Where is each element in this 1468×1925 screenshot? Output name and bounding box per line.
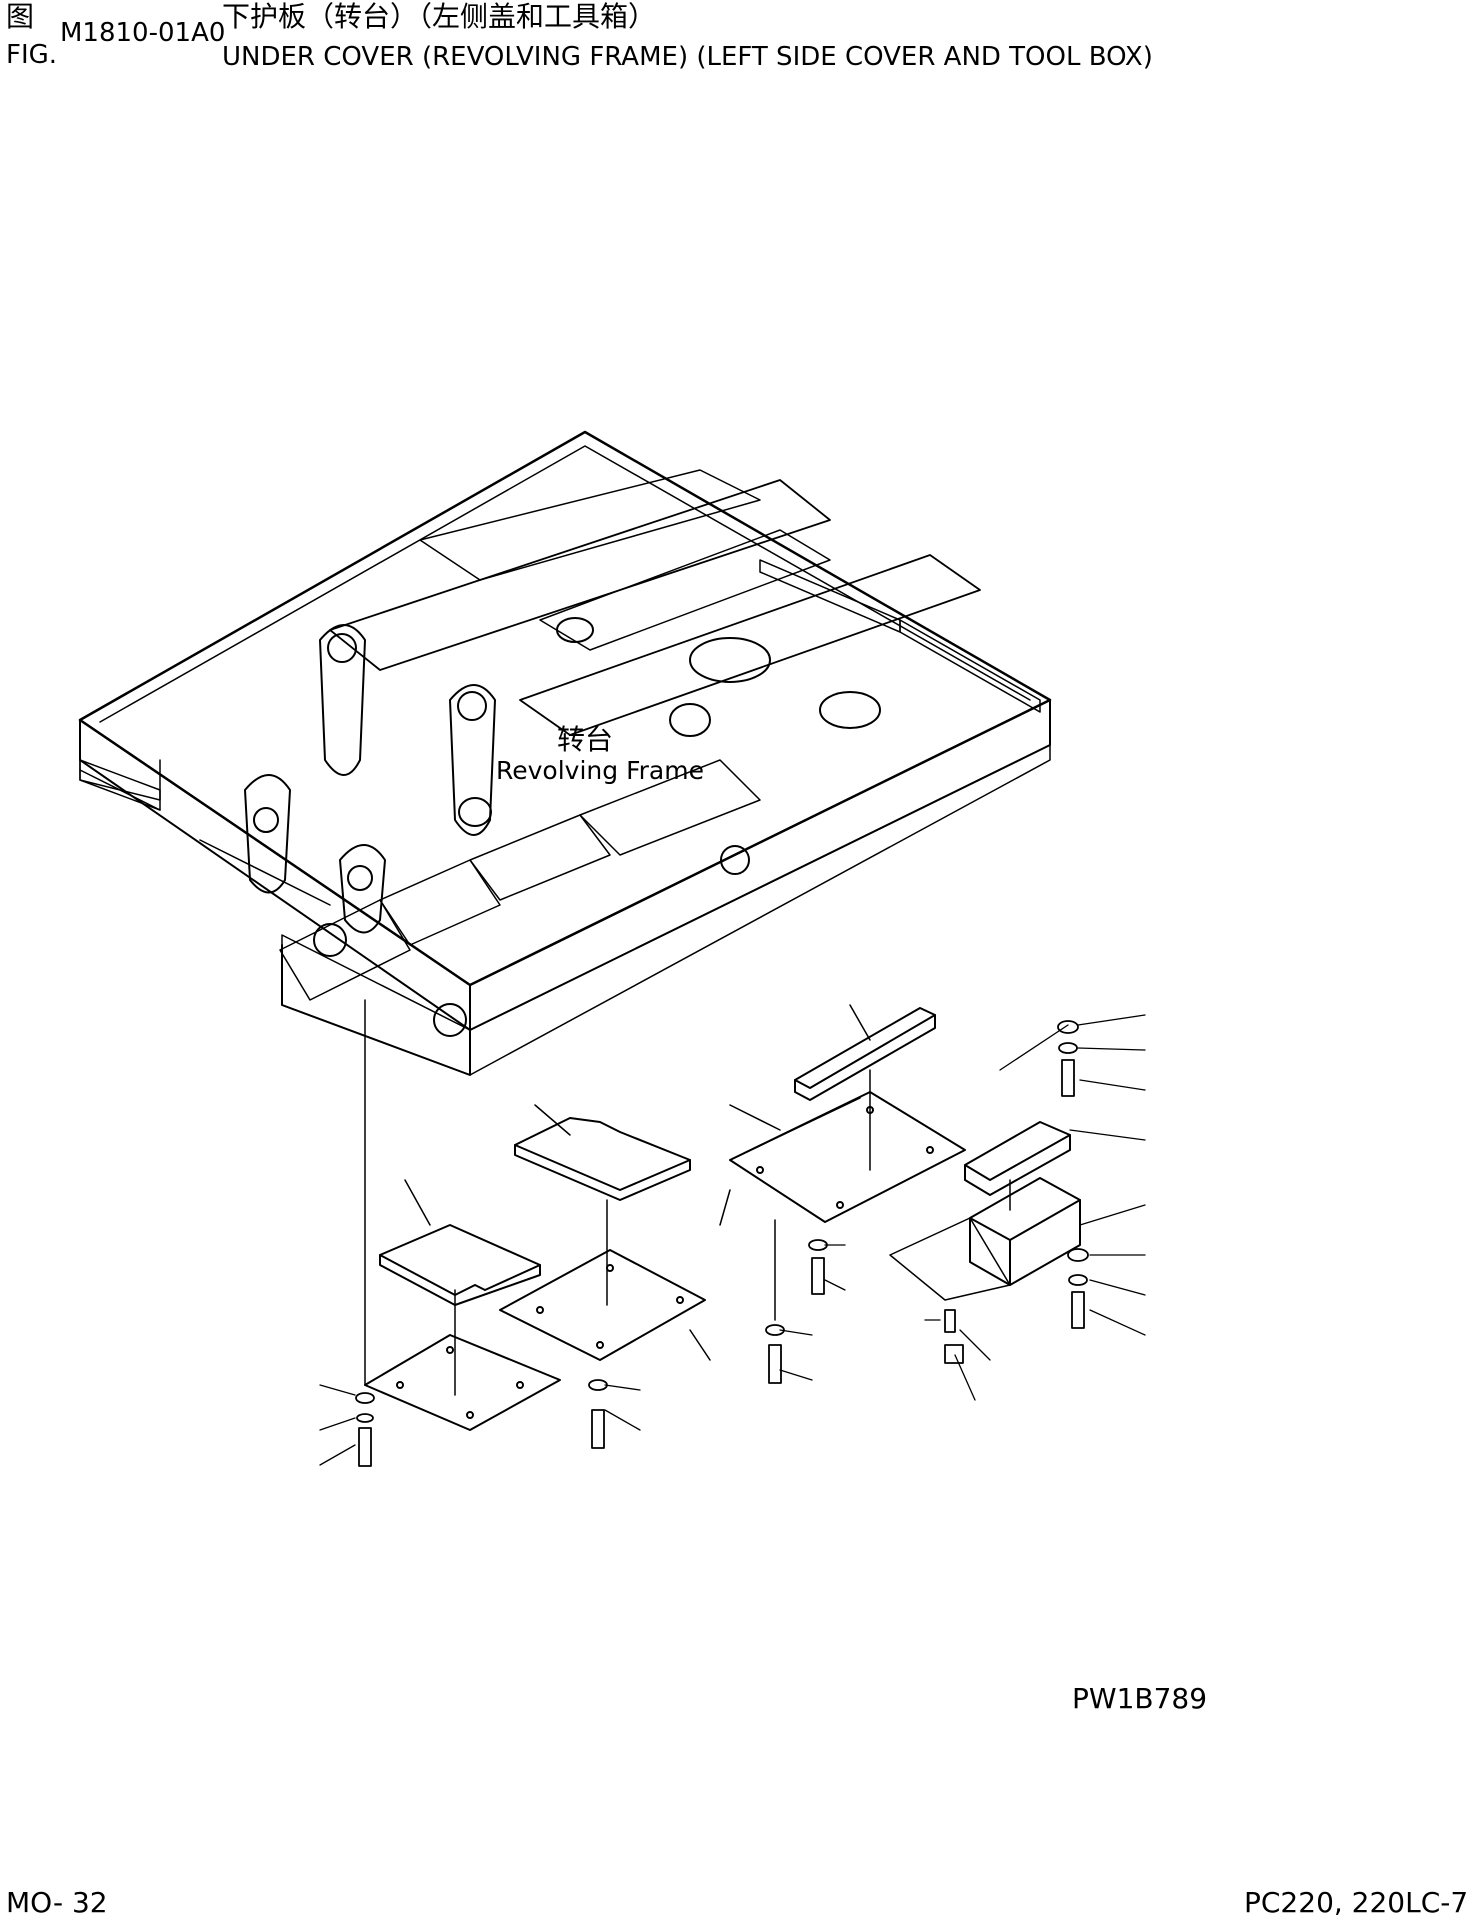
fig-label-cn: 图 — [6, 0, 35, 33]
cover-plate-left-lower — [379, 1179, 541, 1306]
plate-with-holes-right — [719, 1069, 966, 1226]
plate-with-holes-left — [364, 1289, 561, 1431]
title-en: UNDER COVER (REVOLVING FRAME) (LEFT SIDE… — [222, 42, 1153, 72]
long-bar — [794, 1004, 936, 1101]
model-name: PC220, 220LC-7 — [1244, 1886, 1468, 1919]
frame-label-en: Revolving Frame — [496, 756, 704, 785]
revolving-frame — [78, 430, 1052, 1076]
cover-plate-left-top — [514, 1104, 691, 1201]
plate-with-holes-center — [499, 1199, 711, 1361]
drawing-number: PW1B789 — [1072, 1682, 1208, 1715]
callout-leaders — [319, 1014, 1146, 1466]
fig-label-en: FIG. — [6, 40, 58, 70]
frame-label-cn: 转台 — [557, 723, 614, 756]
page-number: MO- 32 — [6, 1886, 108, 1919]
fig-code: M1810-01A0 — [60, 18, 226, 48]
tool-box — [889, 1121, 1081, 1301]
title-cn: 下护板（转台）（左侧盖和工具箱） — [222, 0, 657, 33]
fasteners — [355, 1020, 1089, 1467]
